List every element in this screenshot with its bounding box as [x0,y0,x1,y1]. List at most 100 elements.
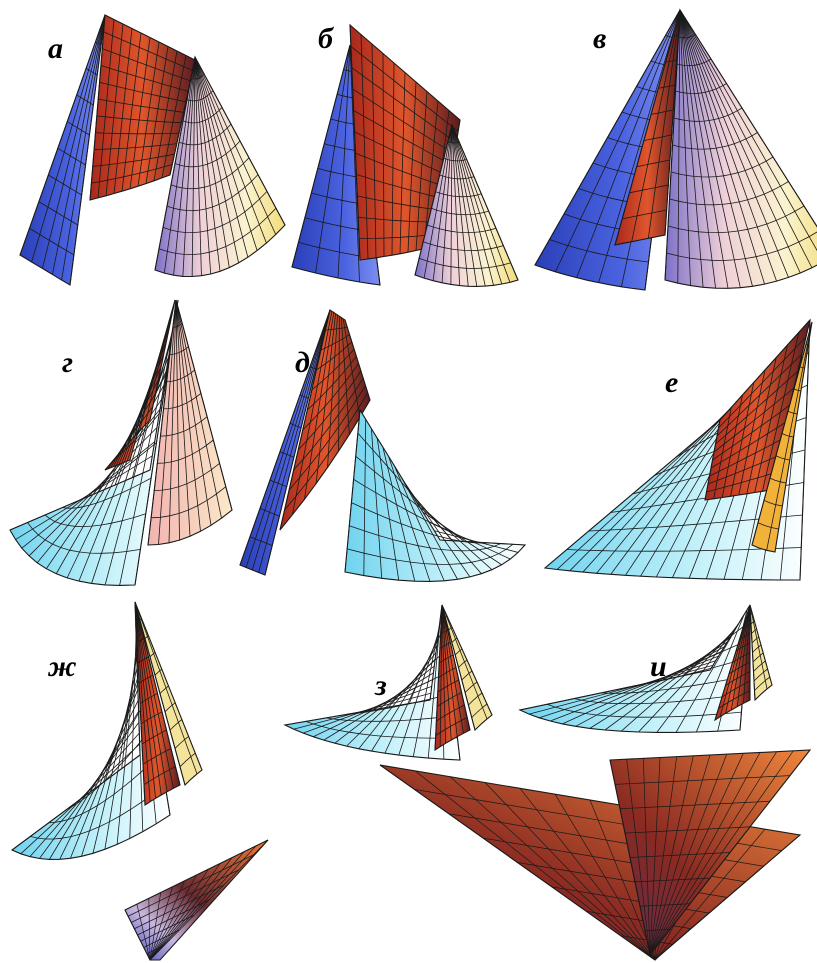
red-sheet-ring [357,195,446,212]
blue-sheet-ruling [19,14,106,256]
blue-sheet-ring [269,479,287,488]
red-sheet-ruling [113,28,133,194]
cyan-sheet-ruling [344,409,361,573]
red-sheet-ruling [105,23,124,196]
pink-cone-ruling [175,299,180,541]
cyan-sheet-ring [27,522,141,554]
cyan-sheet-ring [601,676,745,694]
red-sheet-ring [435,717,468,736]
red-sheet-ring [436,704,465,722]
red-sheet-ruling [145,46,169,184]
blue-sheet-ruling [349,44,360,283]
yellow-strip-ring [805,343,809,346]
lower-sheet-ring [644,929,671,931]
pink-cone-ring [154,462,220,491]
panel-h-surface [283,604,802,961]
cyan-sheet-ruling [323,672,434,741]
lower-sheet-ring [134,884,224,930]
pink-cone-ring [166,369,195,383]
red-sheet-ring [139,693,158,704]
red-sheet-ring [293,377,364,471]
yellow-strip-ring [750,620,755,625]
yellow-strip-ring [787,410,798,415]
red-sheet-ring [716,353,803,437]
blue-sheet-ring [319,337,323,340]
red-sheet-ring [320,334,350,351]
cyan-sheet-ruling [439,539,526,546]
red-sheet-ring [710,421,787,469]
yellow-strip-ring [757,522,779,530]
cyan-sheet-ruling [656,623,739,733]
red-sheet-ruling [327,314,338,468]
red-sheet-ruling [338,316,340,452]
pink-cone-ring [163,392,202,410]
blue-sheet-ruling [239,309,331,566]
blue-sheet-ring [279,451,295,458]
cyan-sheet-ruling [393,465,445,581]
red-sheet-ruling [415,91,428,251]
red-sheet-ring [302,363,359,431]
red-sheet-ring [350,46,459,132]
blue-sheet-ruling [337,44,351,279]
cyan-sheet [283,604,461,761]
yellow-strip-ring [799,366,805,369]
blue-sheet-ruling [264,309,331,576]
lower-sheet-ring [624,826,751,834]
red-sheet-ring [651,109,674,115]
red-sheet-ruling [303,312,335,500]
cream-cone-ring [431,207,489,216]
cyan-sheet-ring [114,371,168,486]
red-sheet-ruling [104,459,131,471]
cyan-sheet-ring [305,721,458,739]
red-sheet-ring [100,65,189,92]
cyan-sheet-ruling [398,632,439,756]
cream-cone [664,8,817,289]
red-sheet-ring [137,656,149,664]
blue-sheet-ring [38,201,79,226]
yellow-strip-ring [174,736,189,749]
cream-cone-ruling [451,124,469,287]
red-sheet-ring [99,81,186,103]
red-sheet-ring [739,633,751,640]
red-sheet-ring [709,438,783,477]
red-sheet-ring [672,34,679,37]
red-sheet-ring [124,326,170,463]
cyan-sheet-ruling [363,419,367,576]
panel-d-surface [9,299,233,586]
red-sheet-ring [441,617,445,620]
cyan-sheet-ring [355,455,465,542]
cream-cone-ring [678,34,696,39]
blue-sheet-ring [549,239,649,263]
red-sheet-ring [284,392,369,511]
pink-cone-ring [157,439,214,464]
cyan-sheet-ruling [388,456,431,582]
cyan-sheet-ruling [528,664,713,715]
red-sheet-ruling [342,318,361,418]
yellow-strip-ring [164,702,176,713]
yellow-strip-ring [458,659,468,668]
blue-sheet-ruling [251,309,331,571]
yellow-strip-ring [751,636,760,644]
yellow-strip-ring [448,626,453,631]
red-sheet-ring [735,642,751,652]
red-sheet-ring [135,619,140,623]
lower-sheet-ring [137,899,210,936]
yellow-strip-ring [451,637,458,643]
cream-cone-ruling [423,124,453,279]
yellow-strip-ring [781,433,794,438]
cyan-sheet-ring [682,622,749,676]
cyan-sheet-ring [574,693,743,705]
pink-cone-ruling [158,299,177,545]
red-sheet-ring [713,387,795,453]
red-sheet-ring [307,356,357,411]
red-sheet-ring [721,680,751,698]
cyan-sheet [518,604,751,733]
red-sheet-ruling [129,37,151,189]
yellow-strip-ring [139,618,142,621]
panel-a-surface [19,14,286,286]
red-sheet-ruling [360,34,369,259]
lower-sheet-ring [146,944,165,955]
red-sheet-ring [437,679,459,693]
yellow-strip-ring [793,388,801,392]
panel-label-1: а [48,32,63,65]
